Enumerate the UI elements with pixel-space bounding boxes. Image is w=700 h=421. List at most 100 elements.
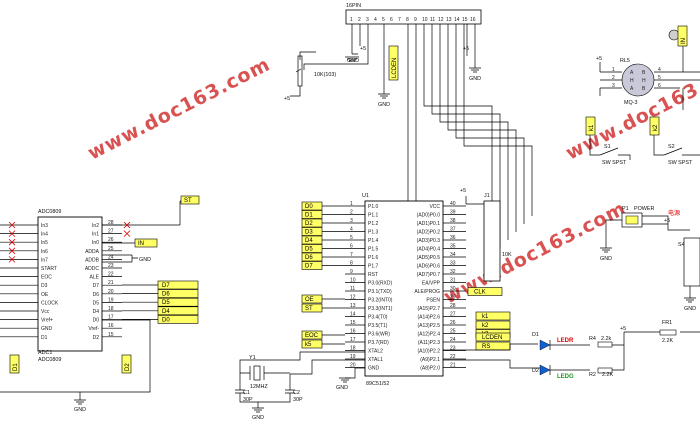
u1-right-pin-name: (AD3)P0.3 (417, 238, 441, 244)
adc-right-pin-num: 18 (108, 306, 114, 312)
u1-right-pin-name: (AD1)P0.1 (417, 221, 441, 227)
lcd-pin-num: 3 (366, 17, 369, 23)
u1-right-pin-num: 38 (450, 218, 456, 224)
s1-type: SW SPST (602, 160, 627, 166)
u1-left-pin-num: 5 (350, 235, 353, 241)
lcd-pin-num: 15 (462, 17, 468, 23)
sensor-pin-letter: B (642, 70, 646, 76)
adc0809: ADC0809 ADC1 ADC0809 In3In4In5In6In7STAR… (0, 195, 200, 413)
switches: k1 k2 S1 SW SPST S2 SW SPST (585, 116, 700, 166)
u1-right-pin-num: 25 (450, 329, 456, 335)
adc-bottom-d1: D1 (13, 363, 19, 371)
plus5-label-j1: +5 (460, 188, 466, 194)
u1-left-pin-name: P1.5 (368, 247, 379, 253)
u1-left-pin-name: P3.5(T1) (368, 323, 388, 329)
u1-right-pin-name: (A9)P2.1 (420, 357, 440, 363)
u1-right-pin-name: (AD4)P0.4 (417, 247, 441, 253)
u1-left-pin-num: 14 (350, 312, 356, 318)
sensor-pin-letter: H (642, 78, 646, 84)
adc-data-tag: D4 (162, 309, 170, 315)
switch-k2-tag: k2 (653, 124, 659, 131)
crystal-gnd: GND (252, 415, 264, 421)
adc-left-pin-name: D1 (41, 335, 48, 341)
adc-bottom-gnd: GND (74, 407, 86, 413)
u1-left-pin-num: 2 (350, 210, 353, 216)
led-circuit: D1 LEDR D2 LEDG R4 2.2k R2 2.2K +5 FR1 2… (443, 320, 700, 380)
crystal-circuit: Y1 12MHZ C1 30P C2 30P GND GND (235, 351, 365, 421)
adc-right-pin-num: 20 (108, 289, 114, 295)
lcd-pin-num: 16 (470, 17, 476, 23)
s2-type: SW SPST (668, 160, 693, 166)
r2-ref: R2 (589, 372, 596, 378)
u1-gnd: GND (336, 385, 348, 391)
sensor-pin-letter: H (630, 78, 634, 84)
led-green-symbol (539, 364, 551, 376)
sensor-pin-letter: B (642, 86, 646, 92)
adc-right-pin-name: D7 (93, 283, 100, 289)
u1-left-tag: D7 (305, 264, 313, 270)
adc-right-pin-num: 21 (108, 280, 114, 286)
adc-left-pin-name: In5 (41, 240, 48, 246)
u1-left-pin-name: P1.7 (368, 264, 379, 270)
adc-right-pin-name: D0 (93, 318, 100, 324)
u1-left-tag: k5 (305, 342, 312, 348)
adc-right-pin-name: Vref- (88, 326, 99, 332)
u1-right-pin-name: (A10)P2.2 (417, 349, 440, 355)
u1-right-pin-name: (AD5)P0.5 (417, 255, 441, 261)
r2-value: 2.2K (602, 372, 613, 378)
adc-left-pin-name: GND (41, 326, 53, 332)
adc-left-pin-name: In3 (41, 223, 48, 229)
adc-right-pin-num: 28 (108, 220, 114, 226)
gnd-label-lcd3: GND (469, 76, 481, 82)
u1-right-tag: k1 (482, 314, 489, 320)
sensor-in-tag: IN (681, 38, 687, 44)
u1-body (364, 200, 444, 377)
plus5-label-lcd3: +5 (463, 46, 469, 52)
c2-value: 30P (293, 397, 303, 403)
lcden-tag-text: LCDEN (392, 58, 398, 78)
lcd-pin-num: 2 (358, 17, 361, 23)
adc-data-tag: D7 (162, 283, 170, 289)
lcd-pin-num: 10 (422, 17, 428, 23)
u1-left-pin-name: P1.0 (368, 204, 379, 210)
adc-right-pin-num: 24 (108, 254, 114, 260)
u1-left-pin-name: P3.3(INT1) (368, 306, 393, 312)
u1-right-pin-num: 33 (450, 261, 456, 267)
u1-left-pin-num: 15 (350, 320, 356, 326)
u1-right-pin-name: PSEN (426, 298, 440, 304)
u1-left-tag: D4 (305, 238, 313, 244)
sensor-pin-num: 5 (658, 75, 661, 81)
adc-right-pin-name: In0 (92, 240, 99, 246)
u1-right-pin-name: EA/VPP (422, 281, 441, 287)
adc-left-pin-name: Vcc (41, 309, 50, 315)
u1-right-pin-num: 40 (450, 201, 456, 207)
s1-ref: S1 (604, 144, 611, 150)
plus5-label-power: +5 (664, 218, 670, 224)
lcd-pin-num: 8 (406, 17, 409, 23)
u1-left-pin-num: 17 (350, 337, 356, 343)
u1-left-pin-name: GND (368, 366, 380, 372)
adc-title: ADC0809 (38, 209, 61, 215)
u1-left-tag: ST (305, 306, 313, 312)
u1-right-pin-name: (AD7)P0.7 (417, 272, 441, 278)
plus5-label-led: +5 (620, 326, 626, 332)
adc-left-pin-name: In6 (41, 249, 48, 255)
adc-bottom-d2: D2 (125, 363, 131, 371)
u1-left-pin-num: 19 (350, 354, 356, 360)
adc-right-pin-name: D6 (93, 292, 100, 298)
sensor-pin-num: 4 (658, 67, 661, 73)
u1-right-pin-name: (A14)P2.6 (417, 315, 440, 321)
u1-right-pin-num: 23 (450, 346, 456, 352)
lcd-pin-num: 11 (430, 17, 435, 23)
u1-right-tag: k2 (482, 323, 489, 329)
u1-left-pin-num: 13 (350, 303, 356, 309)
led1-ref: D1 (532, 332, 539, 338)
u1-left-pin-num: 20 (350, 363, 356, 369)
sensor-ref: RL5 (620, 58, 630, 64)
u1-left-pin-num: 1 (350, 201, 353, 207)
switch-k1-tag: k1 (589, 124, 595, 131)
u1-left-pin-num: 4 (350, 227, 353, 233)
